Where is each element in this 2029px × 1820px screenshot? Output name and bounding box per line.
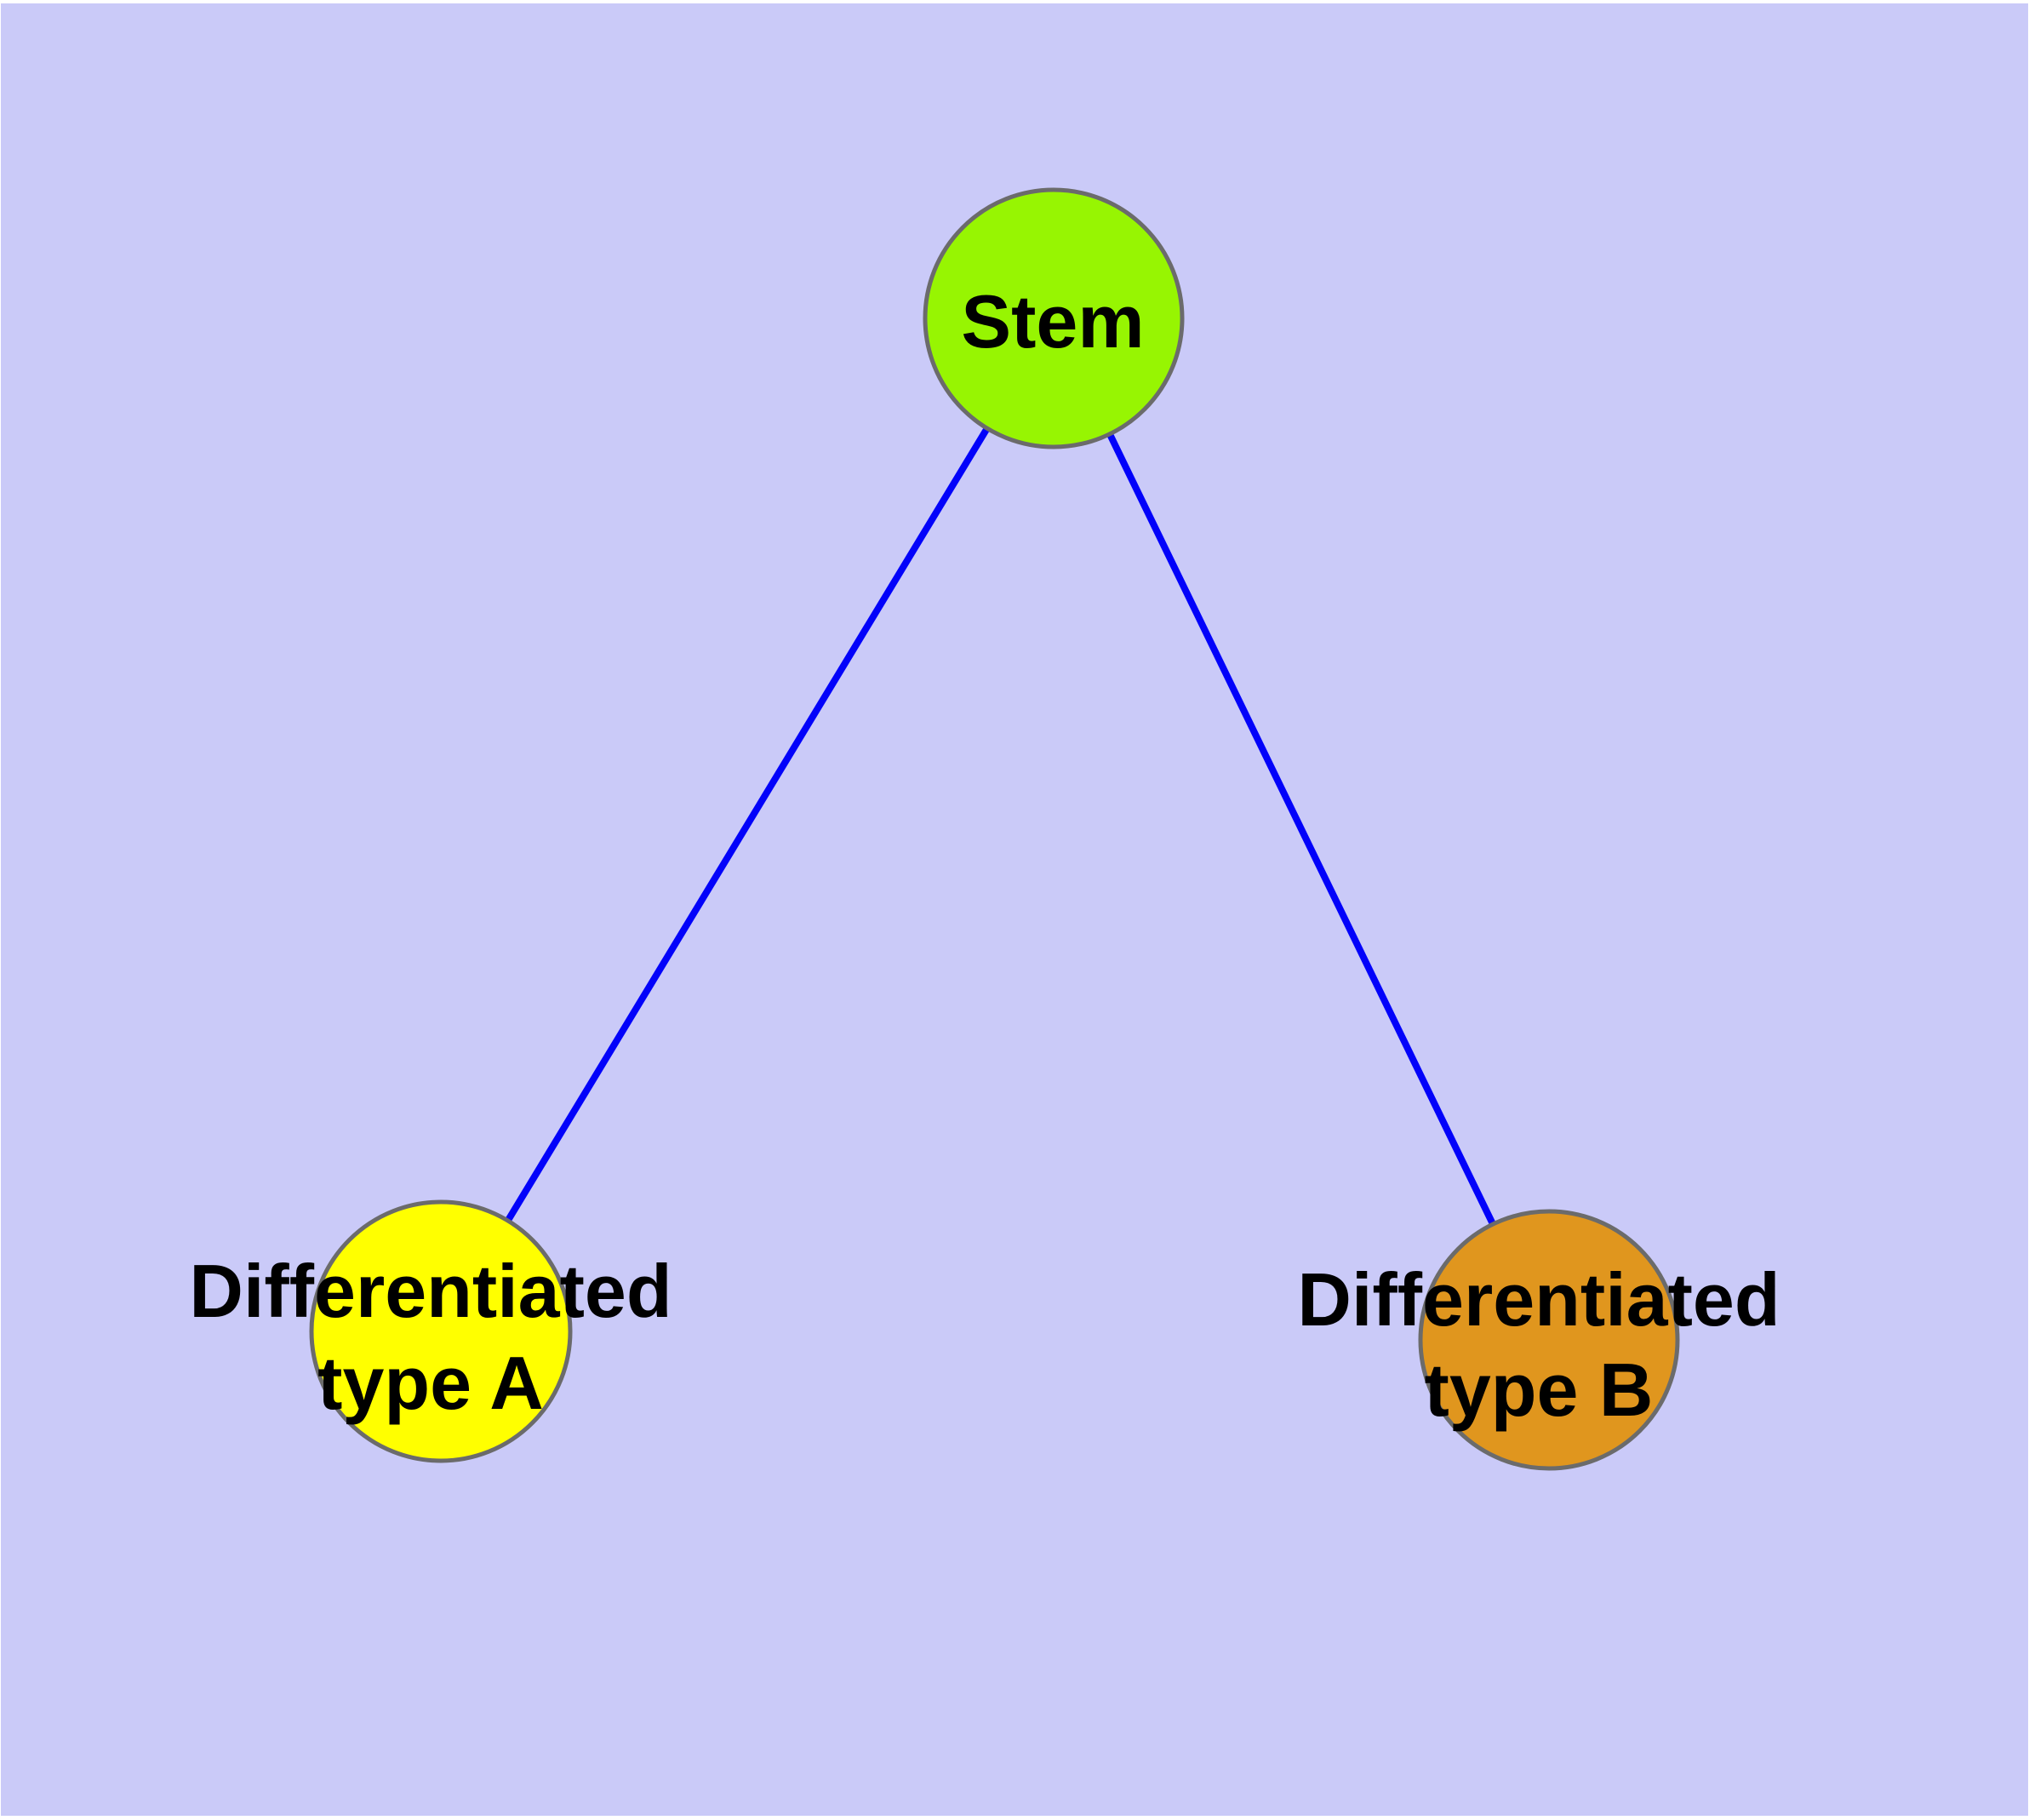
node-type-a-label-line1: Differentiated	[189, 1249, 672, 1333]
edge-stem-to-type-a	[437, 315, 1057, 1335]
edge-layer	[437, 315, 1552, 1343]
label-layer: Stem Differentiated type A Differentiate…	[189, 279, 1780, 1432]
edge-stem-to-type-b	[1050, 315, 1552, 1343]
node-stem[interactable]	[923, 187, 1185, 449]
node-type-a-label-line2: type A	[317, 1341, 544, 1425]
node-differentiated-type-a[interactable]	[309, 1199, 573, 1463]
node-type-b-label-line2: type B	[1425, 1348, 1654, 1432]
node-type-b-label-line1: Differentiated	[1297, 1257, 1780, 1342]
node-layer	[309, 187, 1680, 1471]
node-stem-label: Stem	[961, 279, 1144, 363]
node-differentiated-type-b[interactable]	[1418, 1209, 1680, 1471]
